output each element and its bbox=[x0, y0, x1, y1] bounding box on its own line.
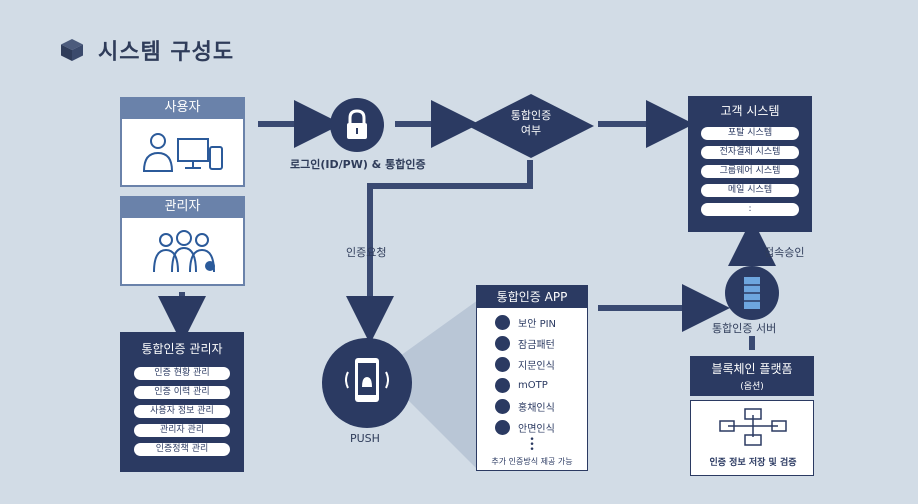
admin-label: 관리자 bbox=[120, 196, 245, 218]
app-more-methods: 추가 인증방식 제공 가능 bbox=[491, 457, 573, 466]
pin-icon bbox=[495, 315, 510, 330]
blockchain-title: 블록체인 플랫폼 bbox=[711, 362, 793, 376]
arrow-decision-to-push bbox=[346, 160, 533, 344]
face-icon bbox=[495, 420, 510, 435]
app-panel: 통합인증 APP 보안 PIN 잠금패턴 지문인식 mOTP 홍채인식 안면인식… bbox=[476, 285, 588, 471]
admin-panel-item: 사용자 정보 관리 bbox=[134, 405, 230, 418]
network-nodes-icon bbox=[719, 408, 787, 446]
pattern-icon bbox=[495, 336, 510, 351]
push-beam bbox=[400, 300, 478, 470]
admin-panel-item: 관리자 관리 bbox=[134, 424, 230, 437]
iris-icon bbox=[495, 399, 510, 414]
customer-item: 메일 시스템 bbox=[701, 184, 799, 197]
blockchain-body: 인증 정보 저장 및 검증 bbox=[690, 400, 814, 476]
vertical-ellipsis-icon: ••• bbox=[529, 435, 535, 455]
decision-line2: 여부 bbox=[520, 124, 542, 137]
admin-group-icon bbox=[153, 230, 215, 273]
server-label: 통합인증 서버 bbox=[712, 322, 777, 335]
app-method: 잠금패턴 bbox=[495, 333, 587, 354]
cube-icon bbox=[61, 39, 83, 61]
decision-text: 통합인증 여부 bbox=[466, 108, 596, 138]
lock-icon bbox=[347, 109, 367, 139]
smartphone-bell-icon bbox=[345, 358, 389, 402]
customer-system-panel: 고객 시스템 포탈 시스템 전자결제 시스템 그룹웨어 시스템 메일 시스템 : bbox=[688, 96, 812, 232]
app-method: 지문인식 bbox=[495, 354, 587, 375]
customer-item: : bbox=[701, 203, 799, 216]
customer-system-title: 고객 시스템 bbox=[720, 104, 780, 118]
page-title: 시스템 구성도 bbox=[98, 40, 235, 65]
app-title: 통합인증 APP bbox=[477, 286, 587, 308]
customer-item: 그룹웨어 시스템 bbox=[701, 165, 799, 178]
app-method: 홍채인식 bbox=[495, 396, 587, 417]
app-method: 보안 PIN bbox=[495, 312, 587, 333]
app-method: mOTP bbox=[495, 375, 587, 396]
blockchain-header: 블록체인 플랫폼 (옵션) bbox=[690, 356, 814, 396]
lock-node bbox=[330, 98, 384, 152]
fingerprint-icon bbox=[495, 357, 510, 372]
admin-panel-title: 통합인증 관리자 bbox=[141, 342, 223, 356]
approval-label: 접속승인 bbox=[764, 246, 805, 259]
login-label: 로그인(ID/PW) & 통합인증 bbox=[290, 158, 426, 171]
customer-item: 포탈 시스템 bbox=[701, 127, 799, 140]
user-box: 사용자 bbox=[120, 97, 245, 187]
server-icon bbox=[744, 277, 760, 309]
decision-line1: 통합인증 bbox=[510, 109, 552, 122]
admin-panel-item: 인증정책 관리 bbox=[134, 443, 230, 456]
user-computer-icon bbox=[142, 133, 223, 172]
blockchain-subtitle: (옵션) bbox=[740, 382, 764, 392]
server-node bbox=[725, 266, 779, 320]
admin-panel-item: 인증 이력 관리 bbox=[134, 386, 230, 399]
admin-box: 관리자 bbox=[120, 196, 245, 286]
decision-diamond bbox=[468, 94, 594, 158]
push-label: PUSH bbox=[350, 432, 380, 445]
admin-panel-item: 인증 현황 관리 bbox=[134, 367, 230, 380]
auth-request-label: 인증요청 bbox=[346, 246, 387, 259]
push-node bbox=[322, 338, 412, 428]
app-method: 안면인식 bbox=[495, 417, 587, 438]
otp-icon bbox=[495, 378, 510, 393]
customer-item: 전자결제 시스템 bbox=[701, 146, 799, 159]
admin-panel: 통합인증 관리자 인증 현황 관리 인증 이력 관리 사용자 정보 관리 관리자… bbox=[120, 332, 244, 472]
blockchain-caption: 인증 정보 저장 및 검증 bbox=[709, 458, 797, 468]
user-label: 사용자 bbox=[120, 97, 245, 119]
